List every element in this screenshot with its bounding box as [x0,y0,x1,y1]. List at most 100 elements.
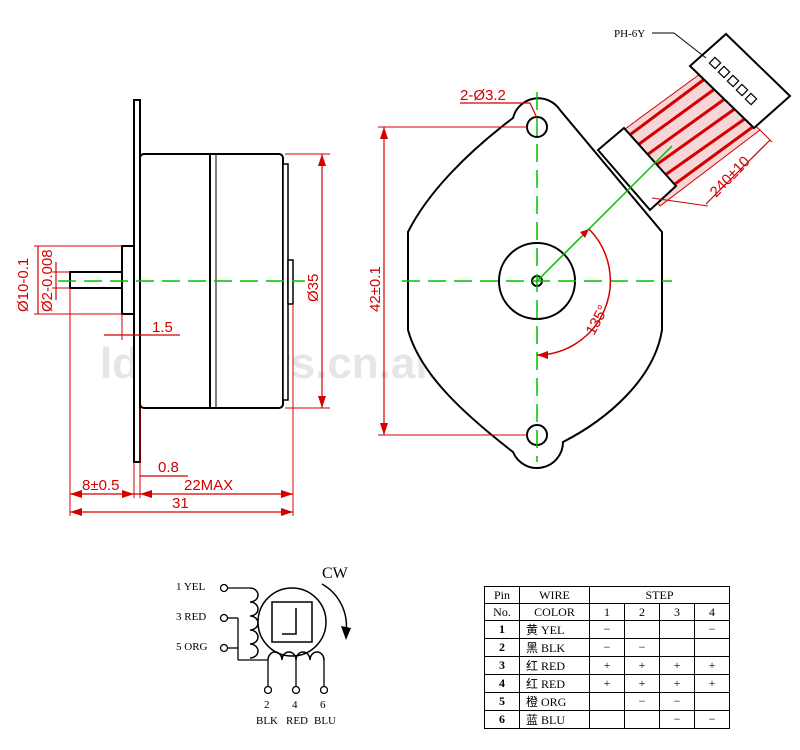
angle-arc [536,228,612,356]
header-color: COLOR [519,603,590,621]
height-label: 42±0.1 [367,266,384,312]
rotor-symbol [282,608,297,635]
connector-pin [708,56,722,70]
header-step-2: 2 [624,603,660,621]
front-centerline-diagonal [536,145,673,282]
dim-8-label: 8±0.5 [82,477,119,494]
side-view: Ø10-0.1 Ø2-0.008 Ø35 1.5 0.8 8±0.5 22MAX… [15,99,330,516]
pin-cell: 6 [484,710,520,729]
coil-a [249,587,259,659]
step-cell: + [624,656,660,675]
header-no: No. [484,603,520,621]
header-step: STEP [589,586,730,604]
pin-cell: 5 [484,692,520,711]
step-cell: + [694,674,730,693]
terminal-color-blu: BLU [314,715,336,727]
wire-cell: 黑 BLK [519,638,590,657]
table-row: 3 红 RED + + + + [484,656,730,675]
arrowhead [380,127,388,139]
arrowhead [537,351,548,359]
rotor-frame [271,601,313,643]
step-cell [589,692,625,711]
step-cell: − [694,620,730,639]
terminal-5 [219,643,229,653]
motor-body [139,153,284,409]
terminal-6 [319,685,329,695]
pin-cell: 3 [484,656,520,675]
wire-label-3: 3 RED [176,611,206,623]
terminal-color-blk: BLK [256,715,278,727]
pin-cell: 2 [484,638,520,657]
step-cell: − [624,638,660,657]
step-cell: + [659,674,695,693]
connector-ph6y [688,32,792,130]
table-row: 1 黄 YEL − − [484,620,730,639]
table-row: 2 黑 BLK − − [484,638,730,657]
terminal-1 [219,583,229,593]
arrowhead [318,396,326,408]
step-cell: − [589,620,625,639]
terminal-num-4: 4 [292,699,298,711]
step-cell [624,710,660,729]
arrowhead [380,423,388,435]
wiring-schematic: 1 YEL 3 RED 5 ORG CW 2 4 6 BLK R [176,565,351,727]
dia-shaft-inner-label: Ø2-0.008 [39,249,56,312]
arrowhead [281,490,293,498]
dim-31-label: 31 [172,495,189,512]
wire [641,106,737,177]
wire-cell: 橙 ORG [519,692,590,711]
terminal-2 [263,685,273,695]
table-row: 4 红 RED + + + + [484,674,730,693]
pin-cell: 4 [484,674,520,693]
shaft [69,271,123,289]
dia-shaft-outer-label: Ø10-0.1 [15,258,32,312]
dim-1-5-label: 1.5 [152,319,173,336]
header-step-4: 4 [694,603,730,621]
step-cell: + [694,656,730,675]
hole-label: 2-Ø3.2 [460,87,506,104]
header-pin: Pin [484,586,520,604]
step-cell [589,710,625,729]
dim-line-240 [705,139,771,205]
table-header-row: No. COLOR 1 2 3 4 [484,603,730,621]
step-cell: + [659,656,695,675]
step-cell: − [659,692,695,711]
dim-0-8-label: 0.8 [158,459,179,476]
arrowhead [70,508,82,516]
wire-cell: 红 RED [519,674,590,693]
ext-line [759,129,773,143]
terminal-num-2: 2 [264,699,270,711]
wire [659,124,755,197]
wire-label-1: 1 YEL [176,581,206,593]
dia-body-label: Ø35 [305,274,322,302]
step-cell [659,620,695,639]
front-boss [121,245,135,315]
arrowhead [281,508,293,516]
connector-pin [717,65,731,79]
table-header-row: Pin WIRE STEP [484,586,730,604]
cw-arrowhead [341,626,351,640]
header-step-1: 1 [589,603,625,621]
wire [650,116,747,187]
step-cell: − [694,710,730,729]
header-wire: WIRE [519,586,590,604]
step-cell [694,638,730,657]
wire-cell: 蓝 BLU [519,710,590,729]
connector-pin [735,83,749,97]
cw-arrow [321,583,348,633]
front-view: PH-6Y 2-Ø3.2 42±0.1 135° 240±10 [367,28,792,469]
step-cell: − [659,710,695,729]
terminal-num-6: 6 [320,699,326,711]
table-row: 6 蓝 BLU − − [484,710,730,729]
table-row: 5 橙 ORG − − [484,692,730,711]
wire-exit-block [596,126,678,212]
arrowhead [122,490,134,498]
step-cell: + [624,674,660,693]
arrowhead [140,490,152,498]
connector-pin [744,92,758,106]
direction-label: CW [322,565,349,582]
connector-pin [726,74,740,88]
leader-line [529,102,538,119]
step-cell: − [624,692,660,711]
ext-line [651,197,709,207]
